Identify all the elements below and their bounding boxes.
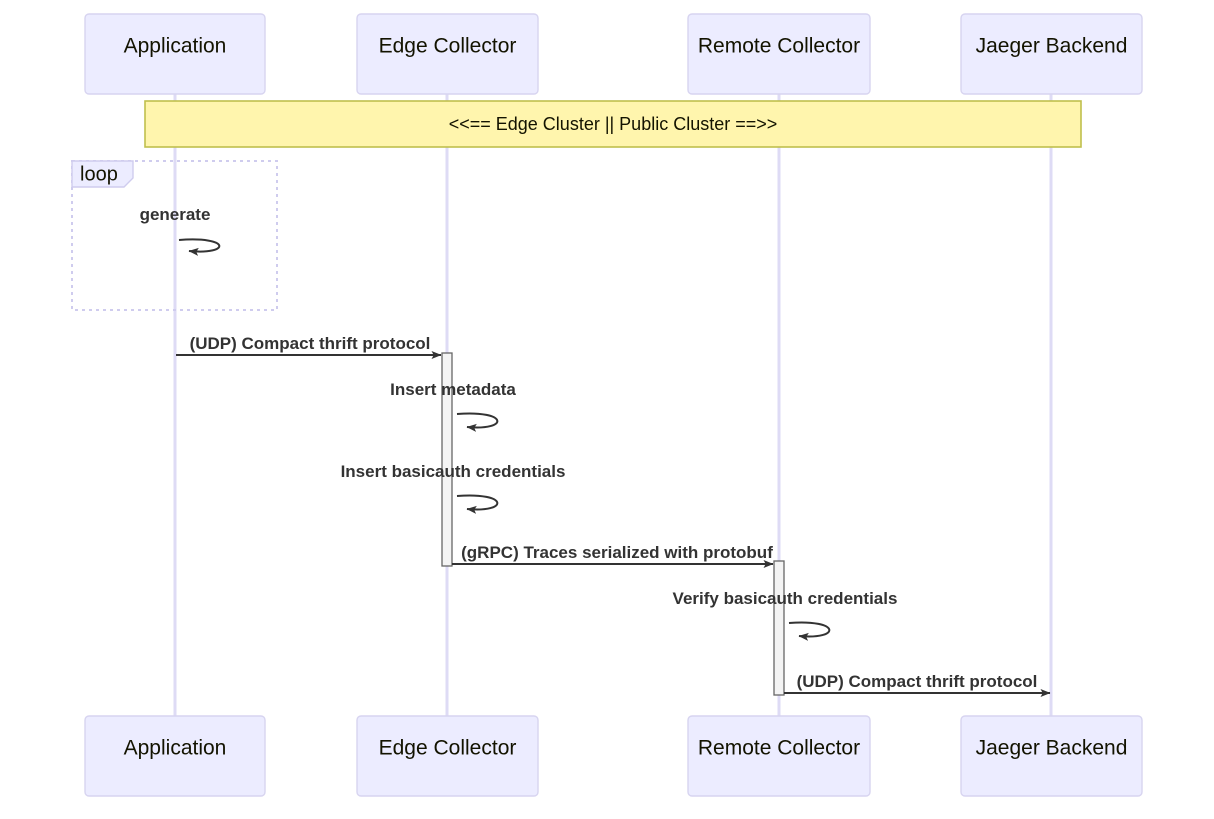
cluster-note-box: [144, 100, 1082, 148]
loop-tag-shape: [71, 160, 134, 188]
activation-bar-edge: [441, 352, 453, 567]
participant-box: [84, 13, 266, 95]
message-label: Verify basicauth credentials: [673, 589, 898, 608]
participant-box: [356, 715, 539, 797]
message-self-loop: [178, 238, 221, 256]
message-label: (UDP) Compact thrift protocol: [190, 334, 431, 353]
participant-label: Application: [124, 737, 227, 760]
message-label: (gRPC) Traces serialized with protobuf: [461, 543, 773, 562]
message-label: (UDP) Compact thrift protocol: [797, 672, 1038, 691]
participant-remote-bottom: Remote Collector: [687, 715, 871, 797]
fragment-layer: loop: [71, 160, 278, 311]
participant-box: [356, 13, 539, 95]
cluster-note-label: <<== Edge Cluster || Public Cluster ==>>: [449, 114, 778, 134]
participant-box: [687, 13, 871, 95]
message-self-loop: [456, 412, 499, 432]
participant-box: [84, 715, 266, 797]
participant-label: Application: [124, 35, 227, 58]
participant-label: Edge Collector: [379, 737, 517, 760]
participant-edge-top: Edge Collector: [356, 13, 539, 95]
participant-label: Jaeger Backend: [976, 737, 1128, 760]
message-msg-grpc-edge-remote: (gRPC) Traces serialized with protobuf: [452, 543, 774, 568]
participant-box: [960, 715, 1143, 797]
message-msg-udp-app-edge: (UDP) Compact thrift protocol: [176, 334, 442, 359]
participant-label: Jaeger Backend: [976, 35, 1128, 58]
message-msg-insert-basicauth: Insert basicauth credentials: [341, 462, 566, 514]
participant-jaeger-bottom: Jaeger Backend: [960, 715, 1143, 797]
message-self-loop: [456, 494, 499, 514]
participant-label: Remote Collector: [698, 35, 860, 58]
participant-application-top: Application: [84, 13, 266, 95]
participant-edge-bottom: Edge Collector: [356, 715, 539, 797]
participant-remote-top: Remote Collector: [687, 13, 871, 95]
participant-box: [687, 715, 871, 797]
message-self-loop: [788, 621, 831, 641]
activation-layer: [441, 352, 785, 696]
participant-label: Edge Collector: [379, 35, 517, 58]
message-msg-insert-metadata: Insert metadata: [390, 380, 516, 432]
message-msg-udp-remote-jaeger: (UDP) Compact thrift protocol: [784, 672, 1051, 697]
message-label: Insert basicauth credentials: [341, 462, 566, 481]
loop-frame: [71, 160, 278, 311]
lifelines-layer: [173, 94, 1053, 716]
message-msg-verify-basicauth: Verify basicauth credentials: [673, 589, 898, 641]
participant-jaeger-top: Jaeger Backend: [960, 13, 1143, 95]
participant-application-bottom: Application: [84, 715, 266, 797]
participant-box: [960, 13, 1143, 95]
message-layer: generate(UDP) Compact thrift protocolIns…: [140, 205, 1051, 697]
loop-tag-label: loop: [80, 163, 118, 185]
note-layer: <<== Edge Cluster || Public Cluster ==>>: [144, 100, 1082, 148]
message-label: Insert metadata: [390, 380, 516, 399]
participant-label: Remote Collector: [698, 737, 860, 760]
message-label: generate: [140, 205, 211, 224]
activation-bar-remote: [773, 560, 785, 696]
message-msg-generate: generate: [140, 205, 221, 256]
